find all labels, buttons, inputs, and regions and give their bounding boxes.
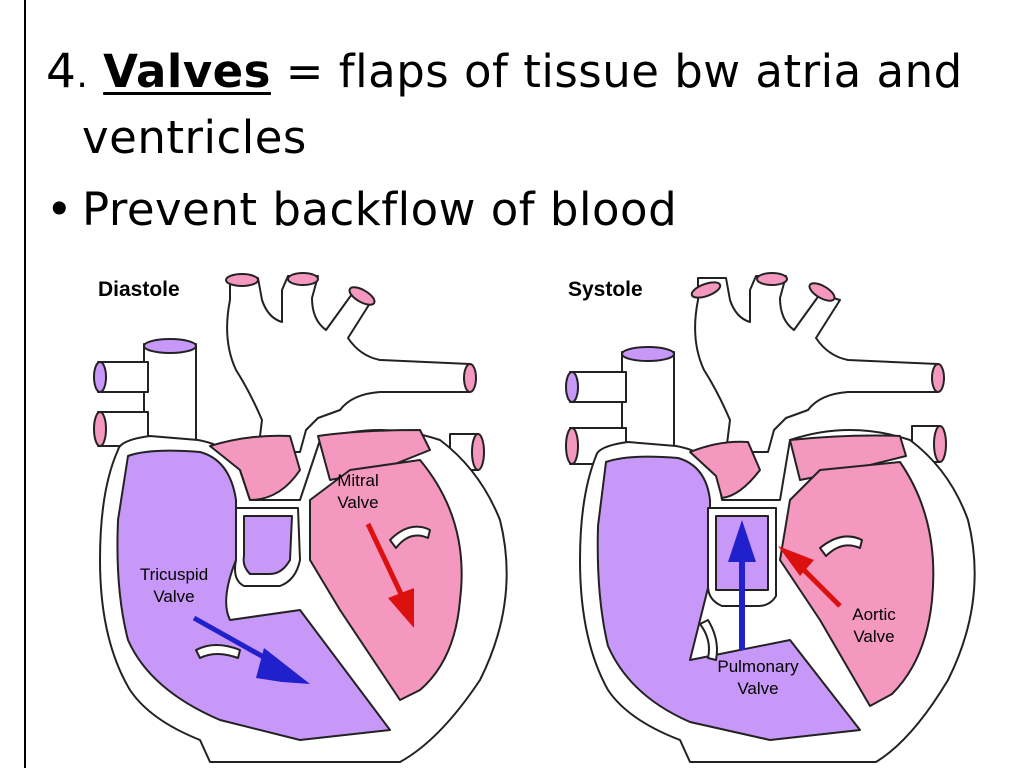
systole-vessel-cap-2 [756,272,788,286]
systole-vein-upper-cap [565,371,579,403]
systole-title: Systole [568,278,643,301]
aortic-valve-label-line1: Aortic [852,605,896,624]
systole-left-atrium [689,440,761,499]
systole-left-ventricle [779,461,935,707]
diastole-aortic-arch [226,275,471,453]
slide-left-rule [24,0,26,768]
diastole-title: Diastole [98,278,180,301]
systole-aortic-flap [819,535,863,557]
tricuspid-valve-label-line1: Tricuspid [140,565,208,584]
diastole-left-atrium-right [317,429,431,481]
term-valves: Valves [103,45,271,98]
point-number-suffix: . [76,55,89,96]
heading-line: 4. Valves = flaps of tissue bw atria and [46,44,963,104]
diastole-vessel-cap-1 [225,273,259,287]
diastole-right-chambers [116,449,391,741]
diastole-pulmonary-vein-cap [471,433,485,471]
diastole-vein-upper-cap [93,361,107,393]
systole-vein-upper [569,371,627,403]
definition-continuation: ventricles [82,111,307,164]
definition-text: = flaps of tissue bw atria and [270,45,963,98]
systole-vessel-cap-1 [690,281,722,299]
bullet-text: Prevent backflow of blood [82,183,678,236]
systole-vein-lower-cap [565,427,579,465]
systole-heart [565,272,976,763]
point-number: 4 [46,44,77,99]
tricuspid-flow-arrow [192,615,310,684]
systole-aortic-arch [694,275,939,453]
pulmonary-valve-label-line2: Valve [737,679,778,698]
systole-right-chambers [596,455,861,741]
heart-valves-diagram: Diastole Mitral Valve Tricuspid Valve [93,272,976,763]
diastole-mitral-flap [389,525,431,549]
systole-vena-cava-cap [621,346,675,362]
aortic-flow-arrow [778,546,842,608]
systole-vessel-cap-3 [808,282,836,302]
systole-left-atrium-right [789,434,907,481]
mitral-valve-label-line1: Mitral [337,471,379,490]
diastole-aorta-cap [463,363,477,393]
mitral-flow-arrow [365,522,414,628]
diastole-vessel-cap-2 [287,272,319,286]
bullet-symbol: • [46,183,74,236]
systole-pulmonary-vein-cap [933,425,947,463]
diastole-tricuspid-flap [195,644,241,659]
systole-pulmonary-flap [699,619,718,661]
systole-aorta-cap [931,363,945,393]
diastole-vessel-cap-3 [348,286,376,306]
diastole-heart [93,272,508,763]
diastole-vena-cava-cap [143,338,197,354]
diastole-left-atrium [209,434,301,501]
pulmonary-flow-arrow [728,520,756,650]
diastole-left-ventricle [309,459,463,701]
tricuspid-valve-label-line2: Valve [153,587,194,606]
systole-vena-cava [621,351,675,455]
diastole-vein-lower-cap [93,411,107,447]
aortic-valve-label-line2: Valve [853,627,894,646]
mitral-valve-label-line2: Valve [337,493,378,512]
bullet-line: •Prevent backflow of blood [46,182,677,238]
diastole-pulmonary-trunk-inner [242,515,293,575]
pulmonary-valve-label-line1: Pulmonary [717,657,799,676]
